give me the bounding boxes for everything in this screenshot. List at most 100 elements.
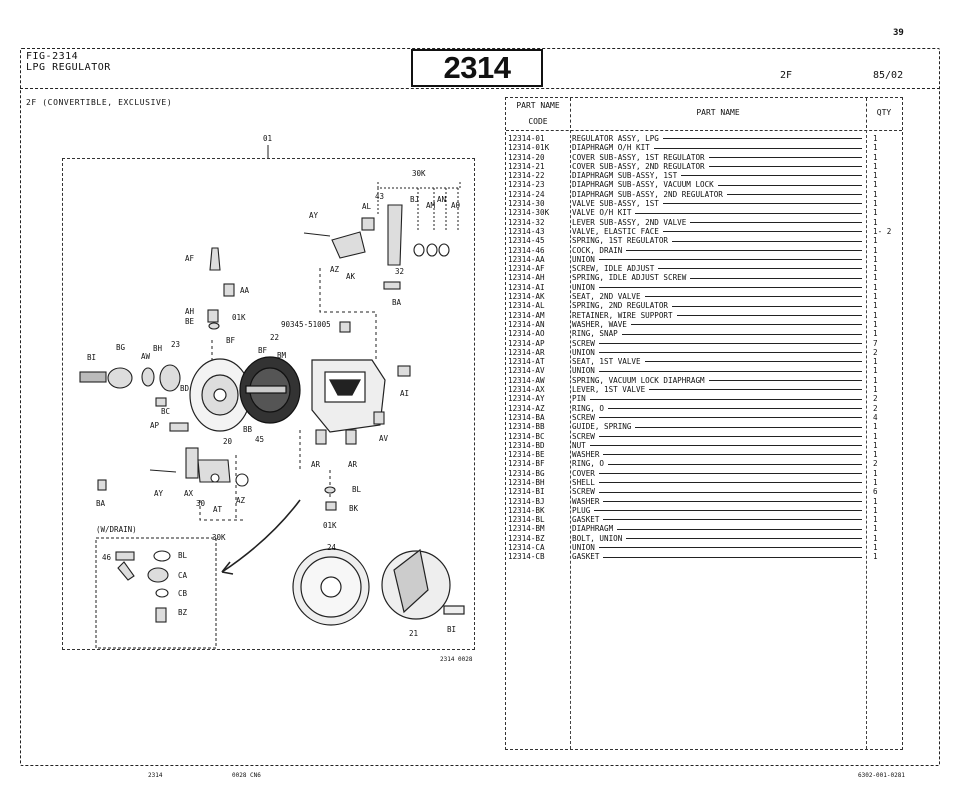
part-qty: 1 [873, 422, 878, 432]
part-name: COVER SUB-ASSY, 2ND REGULATOR [572, 161, 705, 171]
part-qty: 1- 2 [873, 226, 892, 236]
part-code: 12314-AW [508, 375, 545, 385]
leader-line [626, 249, 862, 251]
part-qty: 1 [873, 161, 878, 171]
part-qty: 1 [873, 329, 878, 339]
variant-label: 2F (CONVERTIBLE, EXCLUSIVE) [26, 98, 173, 107]
part-name-cell: SPRING, 1ST REGULATOR [572, 236, 862, 245]
part-name: SCREW [572, 412, 595, 422]
leader-line [598, 417, 862, 419]
page-frame [20, 48, 940, 766]
part-code: 12314-AV [508, 366, 545, 376]
part-name-cell: VALVE O/H KIT [572, 208, 862, 217]
part-code: 12314-24 [508, 189, 545, 199]
part-qty: 2 [873, 394, 878, 404]
leader-line [681, 175, 862, 177]
part-qty: 7 [873, 338, 878, 348]
part-qty: 1 [873, 533, 878, 543]
part-name-cell: LEVER SUB-ASSY, 2ND VALVE [572, 218, 862, 227]
date-code: 85/02 [873, 70, 904, 81]
callout-22: 22 [270, 333, 280, 342]
callout-BI: BI [87, 353, 97, 362]
callout-w-drain: (W/DRAIN) [96, 525, 137, 534]
part-qty: 1 [873, 543, 878, 553]
part-name: UNION [572, 282, 595, 292]
part-name: COCK, DRAIN [572, 245, 623, 255]
column-divider [570, 130, 571, 749]
table-row: 12314-AL SPRING, 2ND REGULATOR 1 [506, 301, 902, 310]
part-qty: 1 [873, 254, 878, 264]
part-name: LEVER, 1ST VALVE [572, 385, 646, 395]
part-code: 12314-BC [508, 431, 545, 441]
part-code: 12314-AL [508, 301, 545, 311]
part-qty: 6 [873, 487, 878, 497]
part-qty: 1 [873, 245, 878, 255]
part-code: 12314-AR [508, 347, 545, 357]
callout-45: 45 [255, 435, 265, 444]
part-name: VALVE SUB-ASSY, 1ST [572, 199, 659, 209]
callout-AA: AA [240, 286, 250, 295]
part-name-cell: GUIDE, SPRING [572, 422, 862, 431]
part-name: VALVE O/H KIT [572, 208, 632, 218]
callout-BM: BM [277, 351, 287, 360]
part-code: 12314-BE [508, 450, 545, 460]
callout-30K: 30K [412, 169, 426, 178]
part-qty: 1 [873, 552, 878, 562]
leader-line [621, 333, 862, 335]
part-name-cell: UNION [572, 348, 862, 357]
callout-BB: BB [243, 425, 253, 434]
leader-line [672, 305, 862, 307]
leader-line [598, 259, 862, 261]
part-qty: 1 [873, 134, 878, 143]
callout-AO: AO [451, 201, 461, 210]
part-name: SPRING, VACUUM LOCK DIAPHRAGM [572, 375, 705, 385]
part-code: 12314-BH [508, 477, 545, 487]
part-qty: 1 [873, 189, 878, 199]
part-name: UNION [572, 543, 595, 553]
part-qty: 1 [873, 385, 878, 395]
callout-BI-bot: BI [447, 625, 457, 634]
callout-CA: CA [178, 571, 188, 580]
part-qty: 1 [873, 515, 878, 525]
part-code: 12314-BI [508, 487, 545, 497]
part-name-cell: SCREW, IDLE ADJUST [572, 264, 862, 273]
part-name: SCREW [572, 431, 595, 441]
page-number: 39 [893, 28, 904, 38]
leader-line [598, 435, 862, 437]
part-qty: 1 [873, 301, 878, 311]
part-name-cell: COVER [572, 469, 862, 478]
callout-AN: AN [437, 195, 447, 204]
part-name-cell: WASHER, WAVE [572, 320, 862, 329]
leader-line [617, 528, 862, 530]
callout-BH: BH [153, 344, 163, 353]
header-part-name: PART NAME [570, 98, 867, 128]
part-name-cell: WASHER [572, 450, 862, 459]
part-code: 12314-AA [508, 254, 545, 264]
part-name: BOLT, UNION [572, 533, 623, 543]
part-qty: 1 [873, 366, 878, 376]
part-name-cell: GASKET [572, 515, 862, 524]
leader-line [630, 324, 862, 326]
part-qty: 1 [873, 319, 878, 329]
part-name: RETAINER, WIRE SUPPORT [572, 310, 673, 320]
leader-line [589, 445, 862, 447]
leader-line [717, 184, 862, 186]
part-name: RING, O [572, 459, 605, 469]
part-name: SPRING, 2ND REGULATOR [572, 301, 669, 311]
part-code: 12314-01K [508, 143, 550, 153]
part-name-cell: SPRING, VACUUM LOCK DIAPHRAGM [572, 376, 862, 385]
part-code: 12314-30K [508, 208, 550, 218]
footer-right: 6302-001-0281 [858, 772, 905, 779]
part-qty: 1 [873, 468, 878, 478]
